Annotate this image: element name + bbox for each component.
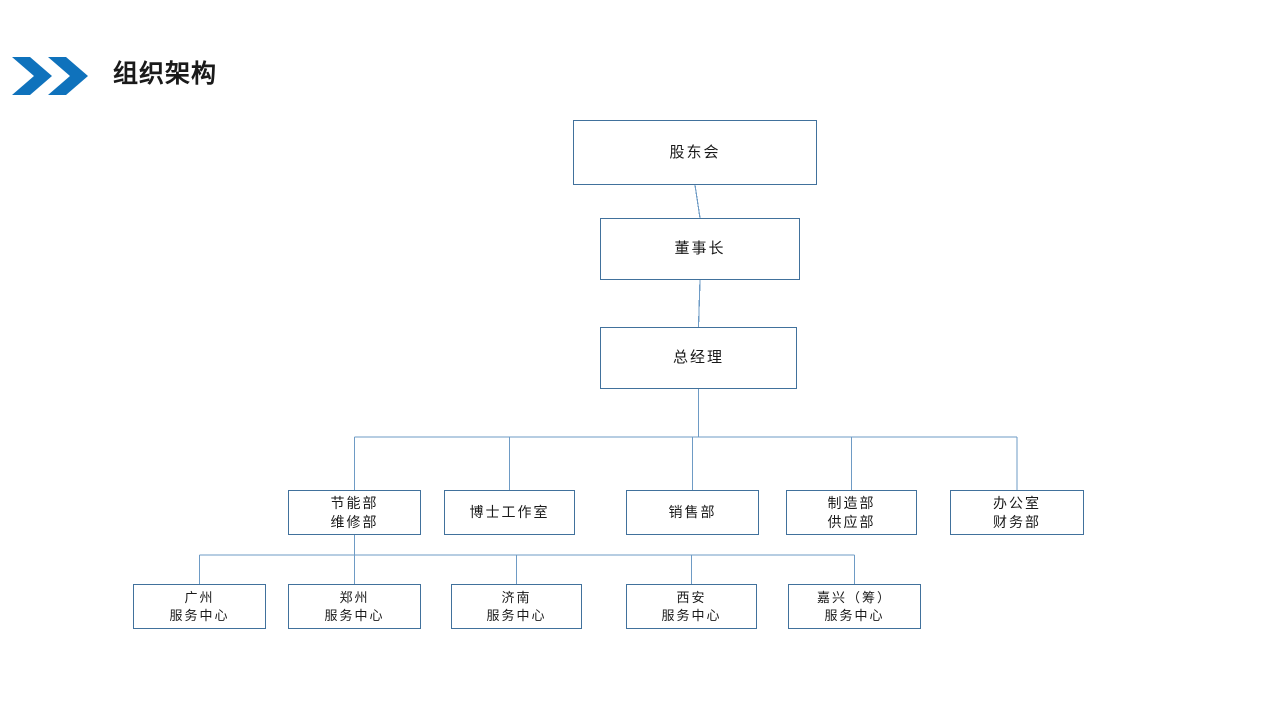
org-node-label: 郑州: [339, 590, 370, 606]
org-node-label: 服务中心: [324, 607, 385, 623]
org-node-dept-doctor-studio[interactable]: 博士工作室: [444, 490, 575, 535]
org-node-label: 广州: [184, 590, 215, 606]
org-node-dept-manufacture-supply[interactable]: 制造部供应部: [786, 490, 917, 535]
double-chevron-right-icon: [12, 57, 88, 95]
org-node-label: 服务中心: [661, 607, 722, 623]
org-node-shareholders[interactable]: 股东会: [573, 120, 817, 185]
org-node-center-xian[interactable]: 西安服务中心: [626, 584, 757, 629]
org-node-dept-office-finance[interactable]: 办公室财务部: [950, 490, 1084, 535]
org-node-label: 嘉兴（筹）: [816, 590, 892, 606]
org-node-label: 销售部: [668, 504, 717, 521]
org-node-label: 博士工作室: [469, 504, 550, 521]
page-title: 组织架构: [113, 60, 218, 88]
org-node-center-jiaxing[interactable]: 嘉兴（筹）服务中心: [788, 584, 921, 629]
org-node-label: 办公室: [993, 495, 1041, 512]
org-node-label: 服务中心: [824, 607, 885, 623]
page-header: 组织架构: [0, 44, 1280, 104]
org-node-label: 总经理: [672, 349, 724, 367]
org-node-dept-sales[interactable]: 销售部: [626, 490, 759, 535]
org-node-label: 股东会: [669, 143, 721, 161]
connector-shareholders-to-chairman: [694, 184, 701, 219]
org-node-chairman[interactable]: 董事长: [600, 218, 800, 280]
org-node-label: 服务中心: [169, 607, 230, 623]
org-node-label: 服务中心: [486, 607, 547, 623]
org-node-label: 节能部: [330, 495, 379, 512]
org-node-dept-energy-maintenance[interactable]: 节能部维修部: [288, 490, 421, 535]
org-node-label: 财务部: [993, 513, 1041, 530]
org-node-label: 西安: [676, 590, 707, 606]
org-node-label: 济南: [501, 590, 532, 606]
org-node-center-jinan[interactable]: 济南服务中心: [451, 584, 582, 629]
org-node-label: 供应部: [827, 513, 876, 530]
org-node-label: 维修部: [330, 513, 379, 530]
org-node-center-zhengzhou[interactable]: 郑州服务中心: [288, 584, 421, 629]
org-node-label: 制造部: [827, 495, 876, 512]
org-node-center-guangzhou[interactable]: 广州服务中心: [133, 584, 266, 629]
org-node-label: 董事长: [674, 240, 726, 258]
org-node-general-manager[interactable]: 总经理: [600, 327, 797, 389]
connector-chairman-to-general-manager: [697, 279, 701, 328]
